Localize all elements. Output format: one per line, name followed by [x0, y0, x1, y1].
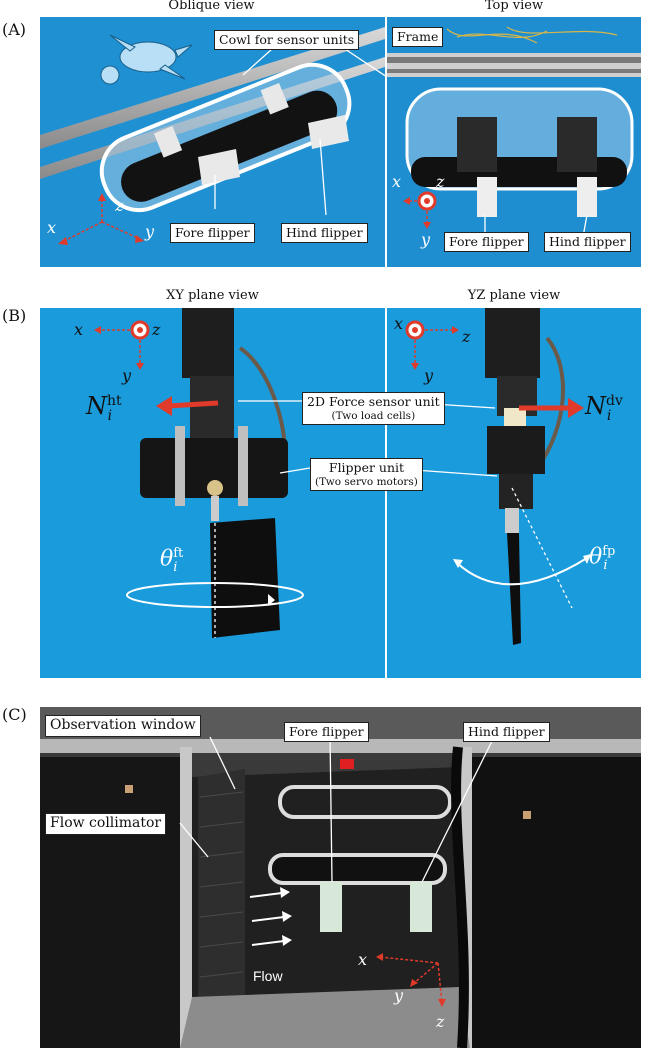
- yz-axis-z: z: [462, 327, 471, 346]
- theta-fp-label: θfpi: [589, 544, 616, 573]
- xy-axis-x: x: [74, 320, 84, 339]
- callout-flow-collimator: Flow collimator: [45, 813, 167, 835]
- oblique-axis-y: y: [145, 222, 155, 241]
- callout-fore-flipper-oblique: Fore flipper: [170, 223, 255, 243]
- xy-axis-z: z: [152, 320, 161, 339]
- yz-axis-y: y: [424, 366, 434, 385]
- callout-fore-flipper-top: Fore flipper: [444, 232, 529, 252]
- flow-label: Flow: [253, 968, 283, 984]
- flow-tank-photo: [40, 707, 641, 1048]
- turtle-icon: [100, 34, 193, 85]
- callout-frame: Frame: [392, 27, 444, 47]
- xy-axis-y: y: [122, 366, 132, 385]
- callout-force-sensor-unit: 2D Force sensor unit (Two load cells): [302, 392, 445, 425]
- panel-a-right-title: Top view: [484, 0, 544, 13]
- force-ht-label: Nhti: [86, 392, 122, 424]
- panel-a-left-title: Oblique view: [168, 0, 255, 13]
- callout-hind-flipper-oblique: Hind flipper: [281, 223, 368, 243]
- xy-plane-photo: [40, 308, 385, 678]
- panel-a-letter: (A): [2, 20, 27, 39]
- tank-axis-y: y: [394, 986, 404, 1005]
- tank-axis-z: z: [436, 1012, 445, 1031]
- panel-b-right-title: YZ plane view: [467, 288, 561, 303]
- oblique-axis-z: z: [115, 196, 124, 215]
- top-axis-z: z: [436, 172, 445, 191]
- yz-axis-x: x: [394, 314, 404, 333]
- oblique-view-photo: [40, 17, 385, 267]
- theta-ft-label: θfti: [160, 546, 184, 575]
- top-view-photo: [387, 17, 641, 267]
- top-axis-y: y: [421, 230, 431, 249]
- oblique-axis-x: x: [47, 218, 57, 237]
- panel-b-letter: (B): [2, 306, 27, 325]
- top-axis-x: x: [392, 172, 402, 191]
- callout-observation-window: Observation window: [45, 715, 201, 737]
- callout-hind-flipper-top: Hind flipper: [544, 232, 631, 252]
- yz-plane-photo: [387, 308, 641, 678]
- force-dv-label: Ndvi: [585, 392, 623, 424]
- panel-b-left-title: XY plane view: [166, 288, 259, 303]
- callout-flipper-unit: Flipper unit (Two servo motors): [310, 458, 423, 491]
- panel-c-letter: (C): [2, 705, 27, 724]
- callout-fore-flipper-tank: Fore flipper: [284, 722, 369, 742]
- callout-hind-flipper-tank: Hind flipper: [463, 722, 550, 742]
- callout-cowl: Cowl for sensor units: [214, 30, 360, 50]
- tank-axis-x: x: [358, 950, 368, 969]
